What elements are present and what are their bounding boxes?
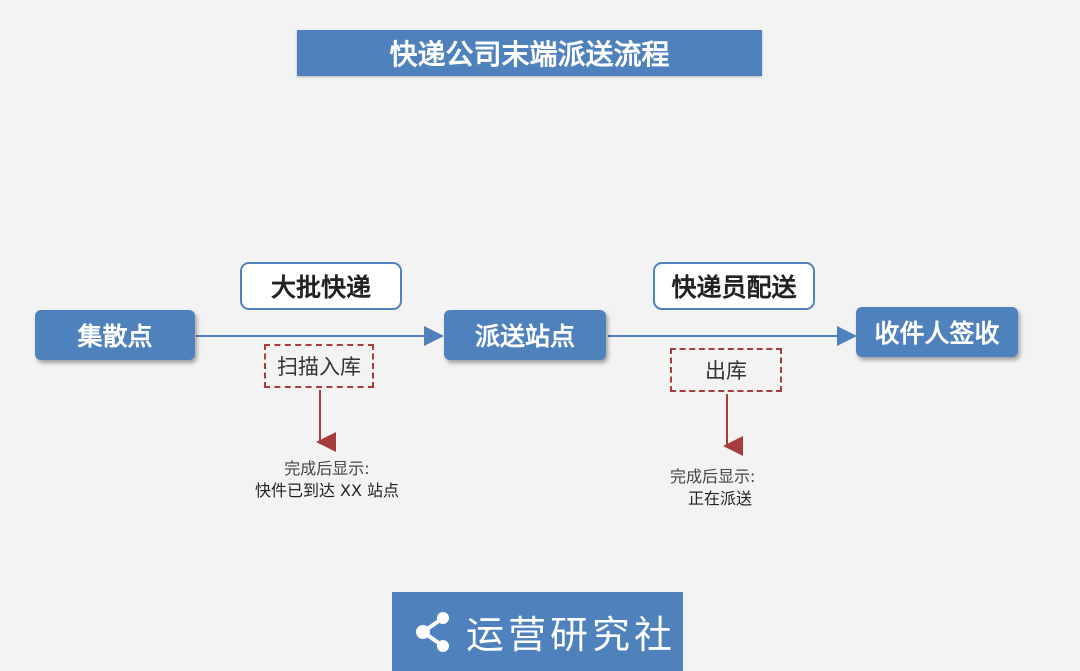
brand-logo: 运营研究社 <box>392 592 683 671</box>
stage-courier: 快递员配送 <box>653 262 815 310</box>
note-scan-in: 完成后显示: 快件已到达 XX 站点 <box>242 458 412 502</box>
node-collection: 集散点 <box>35 310 195 360</box>
note-scan-in-value: 快件已到达 XX 站点 <box>254 481 400 500</box>
diagram-title: 快递公司末端派送流程 <box>297 30 762 76</box>
note-out: 完成后显示: 正在派送 <box>670 466 755 510</box>
note-out-value: 正在派送 <box>688 489 753 508</box>
share-icon <box>410 609 456 655</box>
note-scan-in-label: 完成后显示: <box>284 459 370 478</box>
note-out-label: 完成后显示: <box>670 467 756 486</box>
action-out: 出库 <box>670 348 782 392</box>
brand-name: 运营研究社 <box>466 613 677 657</box>
stage-bulk: 大批快递 <box>240 262 402 310</box>
node-station: 派送站点 <box>444 310 606 360</box>
action-scan-in: 扫描入库 <box>264 344 374 388</box>
node-receiver: 收件人签收 <box>856 307 1018 357</box>
